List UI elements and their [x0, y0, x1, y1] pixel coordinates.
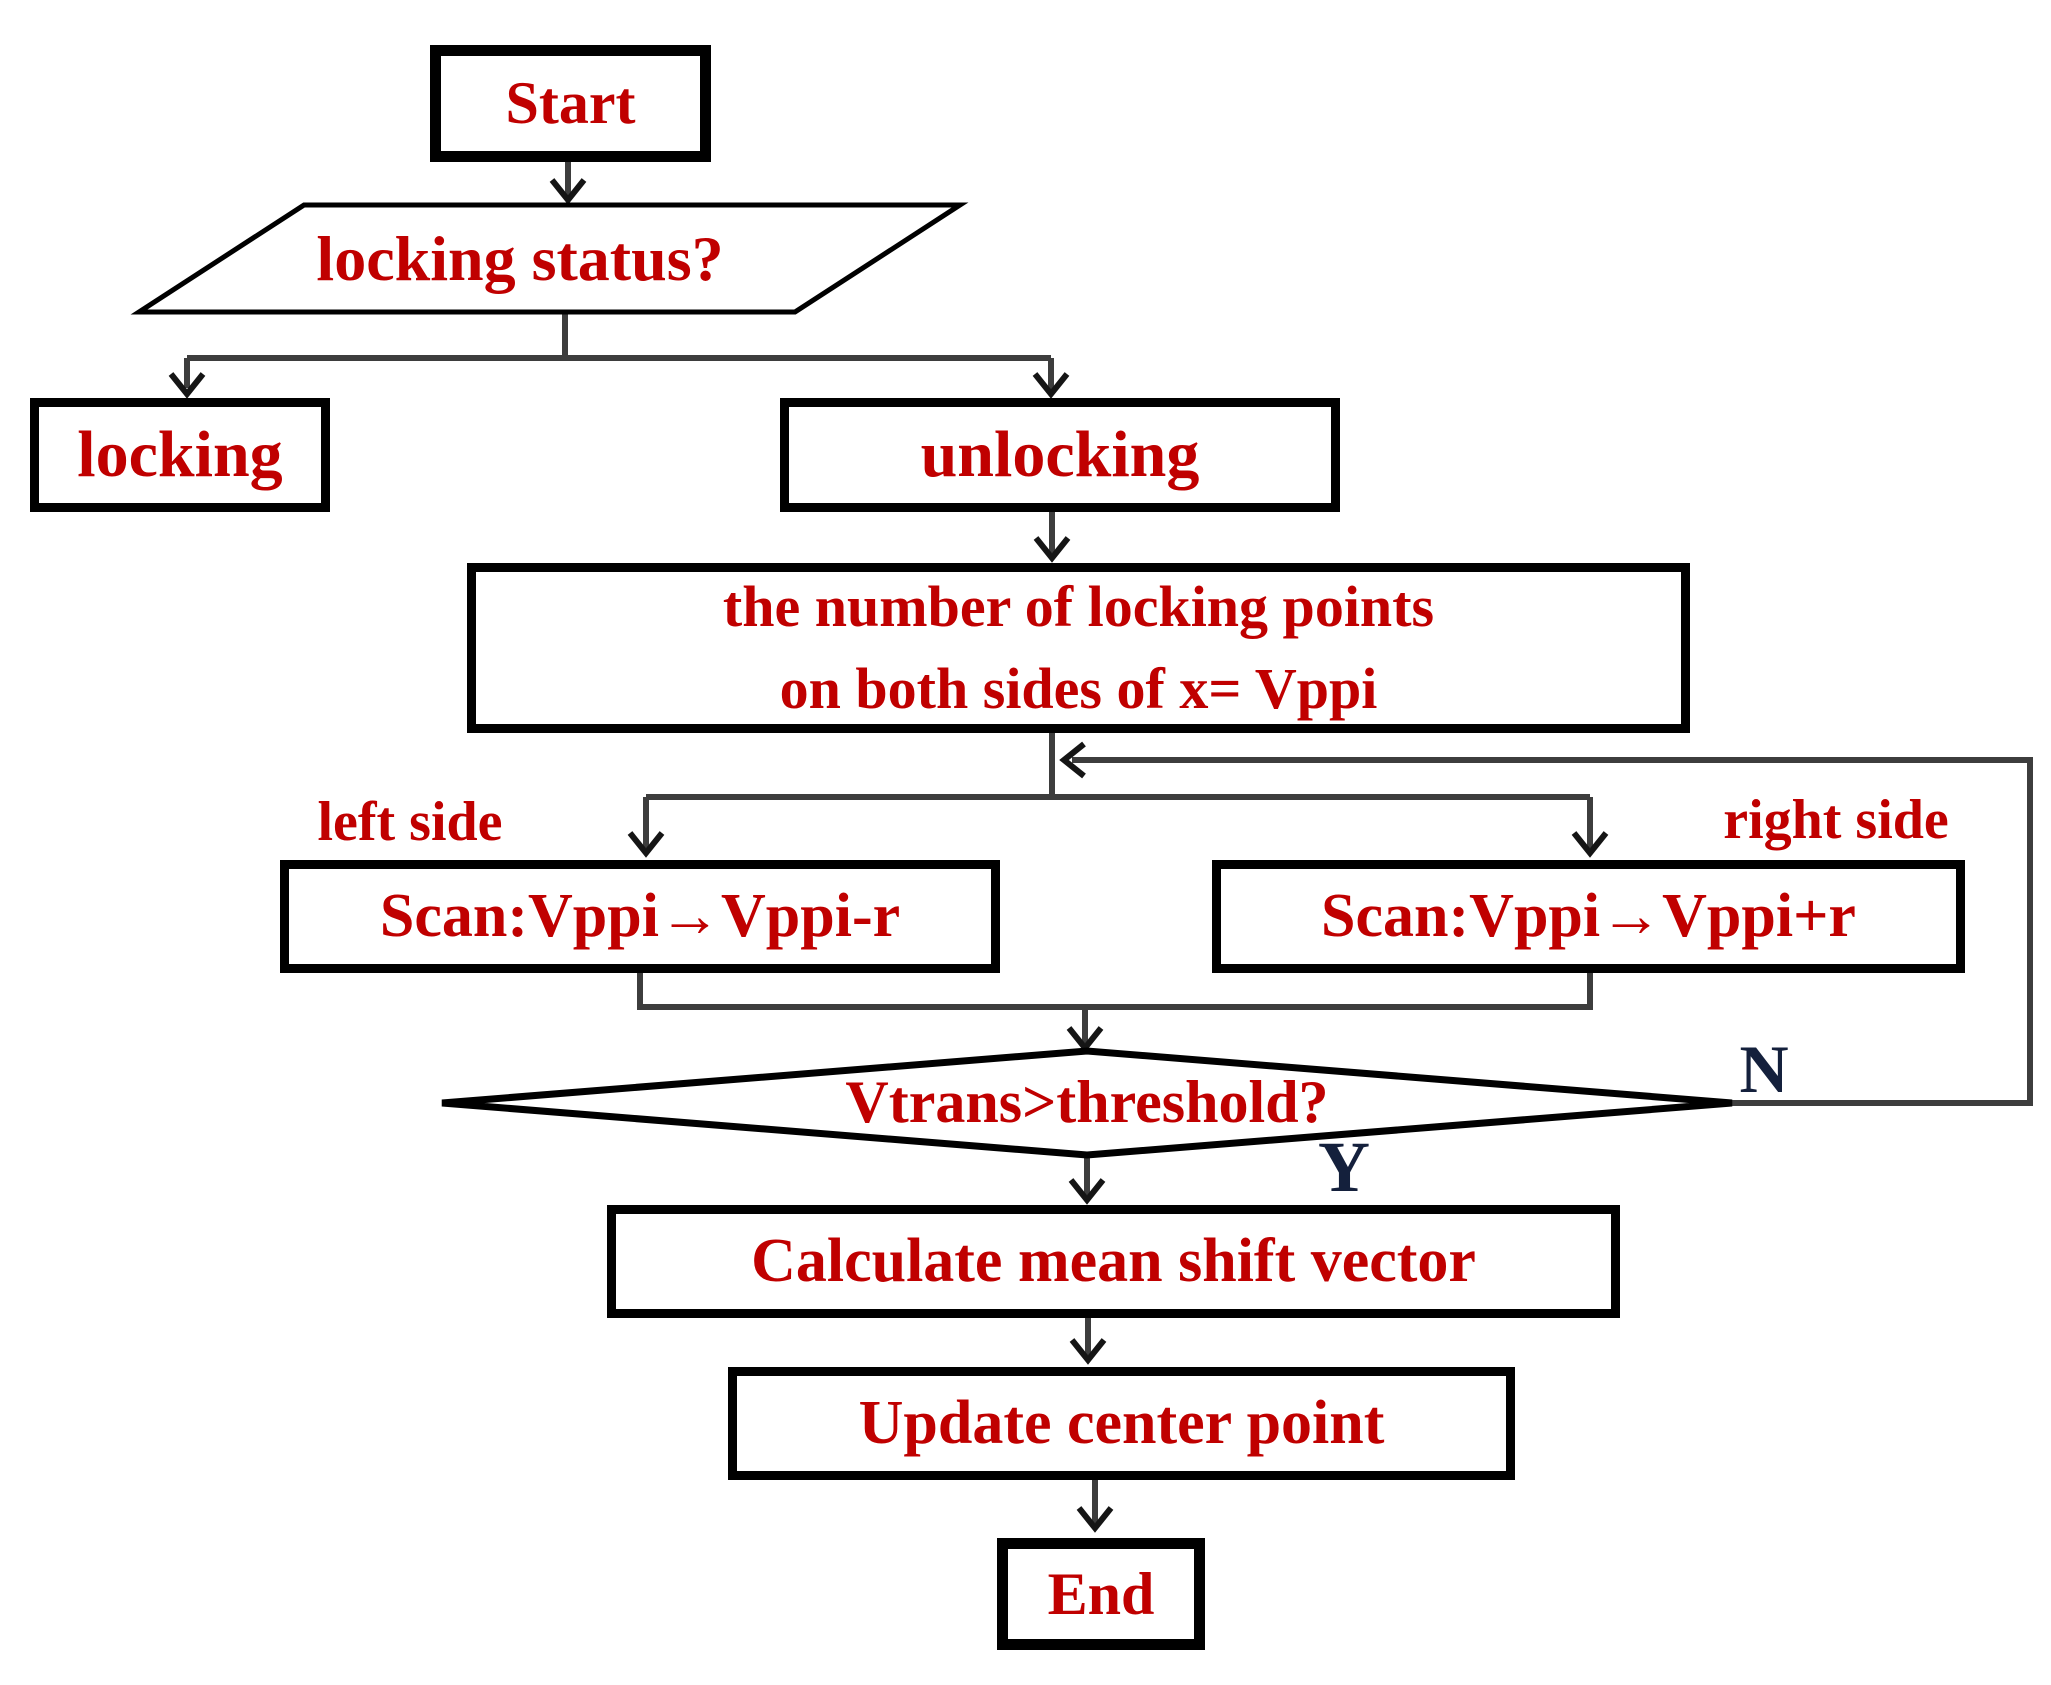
node-start-label: Start: [505, 70, 636, 136]
node-unlocking-label: unlocking: [920, 418, 1200, 492]
threshold-label: Vtrans>threshold?: [845, 1069, 1329, 1135]
node-scan-right-label: Scan:Vppi→Vppi+r: [1321, 881, 1856, 950]
arrowhead-unlocking: [1032, 372, 1070, 399]
node-count-locking-points: the number of locking points on both sid…: [467, 563, 1690, 733]
connector-no-loop: [1072, 757, 2033, 1106]
node-calculate-label: Calculate mean shift vector: [751, 1226, 1476, 1295]
arrowhead-calculate: [1068, 1178, 1106, 1205]
arrowhead-count: [1033, 536, 1071, 563]
node-count-line1: the number of locking points: [722, 573, 1435, 639]
locking-status-parallelogram: [130, 202, 969, 315]
node-end: End: [997, 1538, 1205, 1650]
node-update-label: Update center point: [858, 1388, 1385, 1457]
right-side-label: right side: [1723, 789, 1949, 851]
node-update-center-point: Update center point: [728, 1367, 1515, 1480]
node-scan-right: Scan:Vppi→Vppi+r: [1212, 860, 1965, 973]
arrowhead-locking: [168, 372, 206, 399]
node-start: Start: [430, 45, 711, 162]
node-scan-left: Scan:Vppi→Vppi-r: [280, 860, 1000, 973]
arrowhead-update: [1069, 1338, 1107, 1365]
node-locking-label: locking: [77, 418, 283, 492]
arrowhead-scanright: [1571, 831, 1609, 858]
arrowhead-scanleft: [627, 831, 665, 858]
threshold-diamond: [441, 1047, 1733, 1159]
node-calculate-mean-shift: Calculate mean shift vector: [607, 1205, 1620, 1318]
node-scan-left-label: Scan:Vppi→Vppi-r: [379, 881, 901, 950]
no-branch-label: N: [1739, 1031, 1789, 1107]
arrowhead-end: [1076, 1506, 1114, 1533]
arrowhead-start: [549, 178, 587, 205]
node-unlocking: unlocking: [780, 398, 1340, 512]
node-locking: locking: [30, 398, 330, 512]
node-end-label: End: [1047, 1560, 1155, 1627]
node-count-line2: on both sides of x= Vppi: [779, 656, 1378, 721]
node-count-label: the number of locking points on both sid…: [723, 566, 1434, 731]
yes-branch-label: Y: [1318, 1127, 1370, 1207]
locking-status-label: locking status?: [316, 223, 724, 294]
left-side-label: left side: [317, 791, 503, 853]
arrowhead-no-loop: [1059, 741, 1086, 779]
